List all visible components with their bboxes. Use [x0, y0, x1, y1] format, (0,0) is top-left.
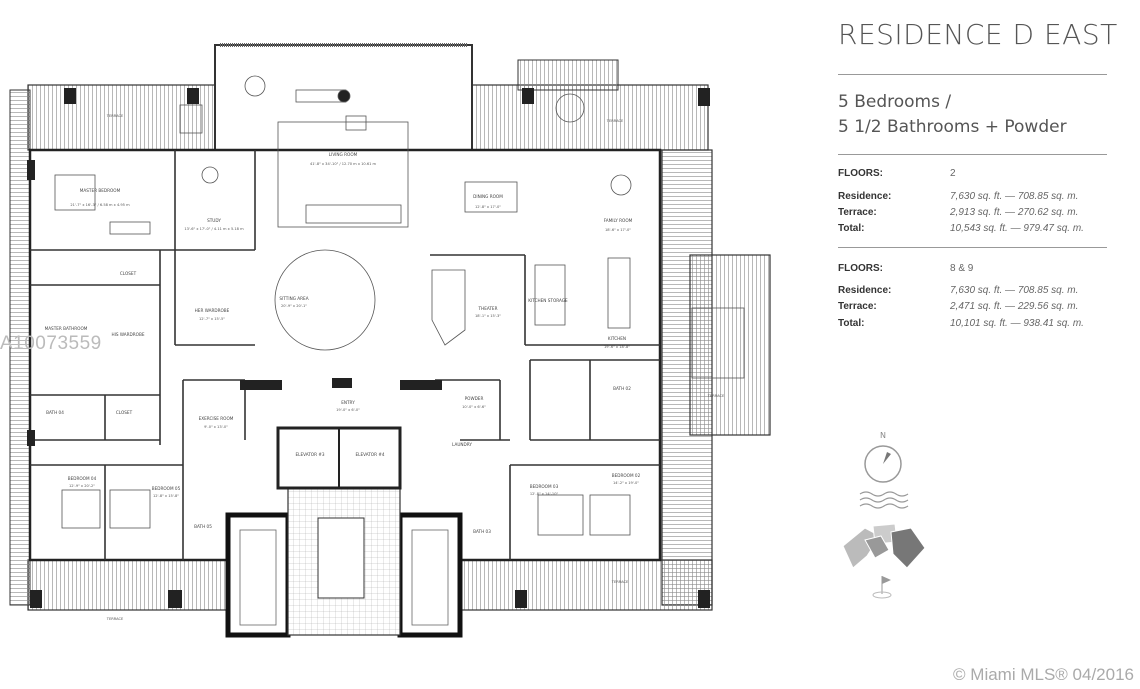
mls-copyright: © Miami MLS® 04/2016: [953, 665, 1134, 684]
room-bedroom4-dim: 12'-9" x 20'-2": [69, 484, 95, 488]
site-keyplan-icon: [842, 523, 926, 569]
room-theater-dim: 18'-1" x 15'-3": [475, 314, 501, 318]
floors-value: 8 & 9: [950, 263, 974, 274]
room-powder: POWDER: [465, 396, 484, 401]
terrace-e: TERRACE: [661, 149, 771, 606]
columns: [27, 88, 710, 608]
room-family: FAMILY ROOM: [604, 218, 633, 223]
room-bedroom4: BEDROOM 04: [68, 476, 97, 481]
terrace-label: Terrace:: [838, 207, 877, 218]
room-bedroom3-dim: 12'-8" x 14'-10": [530, 492, 559, 496]
room-his-wardrobe: HIS WARDROBE: [111, 332, 144, 337]
room-kitchen-dim: 19'-6" x 18'-8": [604, 345, 630, 349]
room-study: STUDY: [207, 218, 221, 223]
room-bedroom2: BEDROOM 02: [612, 473, 641, 478]
divider: [838, 74, 1107, 75]
compass-keyplan: N: [842, 431, 926, 599]
svg-text:TERRACE: TERRACE: [611, 580, 629, 584]
room-her-wardrobe-dim: 12'-7" x 15'-5": [199, 317, 225, 321]
room-bath3: BATH 03: [473, 529, 491, 534]
terrace-sw: TERRACE: [27, 559, 229, 621]
residence-value: 7,630 sq. ft. — 708.85 sq. m.: [950, 191, 1079, 202]
room-closet-small: CLOSET: [116, 410, 133, 415]
floors-row-a: FLOORS: 2: [838, 168, 1108, 182]
bedrooms-line: 5 Bedrooms /: [838, 92, 952, 112]
room-master-bedroom-dim: 21'-7" x 16'-3" / 6.58 m x 4.95 m: [70, 203, 130, 207]
room-entry: ENTRY: [341, 400, 355, 405]
svg-text:TERRACE: TERRACE: [606, 119, 624, 123]
room-her-wardrobe: HER WARDROBE: [195, 308, 230, 313]
room-closet: CLOSET: [120, 271, 137, 276]
furniture: [54, 75, 745, 536]
room-elevator-b: ELEVATOR #4: [355, 452, 384, 457]
room-bedroom3: BEDROOM 03: [530, 484, 559, 489]
room-powder-dim: 10'-0" x 6'-6": [462, 405, 486, 409]
floors-value: 2: [950, 168, 956, 179]
compass-icon: [864, 445, 902, 483]
total-row-a: Total: 10,543 sq. ft. — 979.47 sq. m.: [838, 223, 1108, 237]
floor-plan: TERRACE TERRACE TERRACE TERRACE TERRACE: [9, 43, 771, 638]
residence-value: 7,630 sq. ft. — 708.85 sq. m.: [950, 285, 1079, 296]
residence-row-a: Residence: 7,630 sq. ft. — 708.85 sq. m.: [838, 191, 1108, 205]
divider: [838, 247, 1107, 248]
north-label: N: [880, 431, 886, 440]
room-bath5: BATH 05: [194, 524, 212, 529]
total-value: 10,543 sq. ft. — 979.47 sq. m.: [950, 223, 1084, 234]
residence-label: Residence:: [838, 285, 892, 296]
room-bath4: BATH 04: [46, 410, 64, 415]
svg-text:TERRACE: TERRACE: [707, 394, 725, 398]
room-theater: THEATER: [477, 306, 497, 311]
room-sitting: SITTING AREA: [279, 296, 308, 301]
room-living-dim: 41'-8" x 34'-10" / 12.70 m x 10.61 m: [310, 162, 377, 166]
room-study-dim: 13'-6" x 17'-0" / 4.11 m x 5.18 m: [184, 227, 244, 231]
room-family-dim: 18'-6" x 17'-0": [605, 228, 631, 232]
water-icon: [859, 491, 909, 509]
floors-label: FLOORS:: [838, 168, 883, 179]
room-exercise-dim: 9'-0" x 13'-0": [204, 425, 228, 429]
room-bedroom5-dim: 12'-8" x 15'-8": [153, 494, 179, 498]
listing-watermark: A10073559: [0, 333, 102, 354]
terrace-row-a: Terrace: 2,913 sq. ft. — 270.62 sq. m.: [838, 207, 1108, 221]
svg-text:TERRACE: TERRACE: [106, 617, 124, 621]
terrace-se: TERRACE: [459, 559, 713, 611]
total-row-b: Total: 10,101 sq. ft. — 938.41 sq. m.: [838, 318, 1108, 332]
terrace-ne: TERRACE: [467, 59, 709, 151]
bathrooms-line: 5 1/2 Bathrooms + Powder: [838, 117, 1067, 137]
room-kitchen: KITCHEN: [608, 336, 626, 341]
room-living: LIVING ROOM: [329, 152, 358, 157]
room-master-bedroom: MASTER BEDROOM: [80, 188, 121, 193]
total-value: 10,101 sq. ft. — 938.41 sq. m.: [950, 318, 1084, 329]
residence-label: Residence:: [838, 191, 892, 202]
interior-walls: [30, 150, 660, 560]
room-dining: DINING ROOM: [473, 194, 503, 199]
room-elevator-a: ELEVATOR #3: [295, 452, 324, 457]
floors-row-b: FLOORS: 8 & 9: [838, 263, 1108, 277]
room-bedroom5: BEDROOM 05: [152, 486, 181, 491]
room-kitchen-storage: KITCHEN STORAGE: [528, 298, 568, 303]
terrace-row-b: Terrace: 2,471 sq. ft. — 229.56 sq. m.: [838, 301, 1108, 315]
floors-label: FLOORS:: [838, 263, 883, 274]
room-laundry: LAUNDRY: [452, 442, 472, 447]
room-bedroom2-dim: 14'-2" x 19'-0": [613, 481, 639, 485]
total-label: Total:: [838, 318, 865, 329]
svg-text:TERRACE: TERRACE: [106, 114, 124, 118]
core: [225, 426, 463, 638]
room-master-bath: MASTER BATHROOM: [45, 326, 88, 331]
divider: [838, 154, 1107, 155]
page-title: RESIDENCE D EAST: [838, 18, 1118, 51]
room-bath2: BATH 02: [613, 386, 631, 391]
room-dining-dim: 12'-8" x 17'-0": [475, 205, 501, 209]
golf-flag-icon: [872, 576, 892, 599]
terrace-value: 2,913 sq. ft. — 270.62 sq. m.: [950, 207, 1079, 218]
room-sitting-dim: 20'-9" x 20'-1": [281, 304, 307, 308]
terrace-value: 2,471 sq. ft. — 229.56 sq. m.: [950, 301, 1079, 312]
room-labels: MASTER BEDROOM 21'-7" x 16'-3" / 6.58 m …: [45, 152, 641, 534]
terrace-label: Terrace:: [838, 301, 877, 312]
room-exercise: EXERCISE ROOM: [199, 416, 234, 421]
residence-row-b: Residence: 7,630 sq. ft. — 708.85 sq. m.: [838, 285, 1108, 299]
residence-walls: [28, 148, 662, 562]
room-entry-dim: 19'-0" x 6'-0": [336, 408, 360, 412]
total-label: Total:: [838, 223, 865, 234]
